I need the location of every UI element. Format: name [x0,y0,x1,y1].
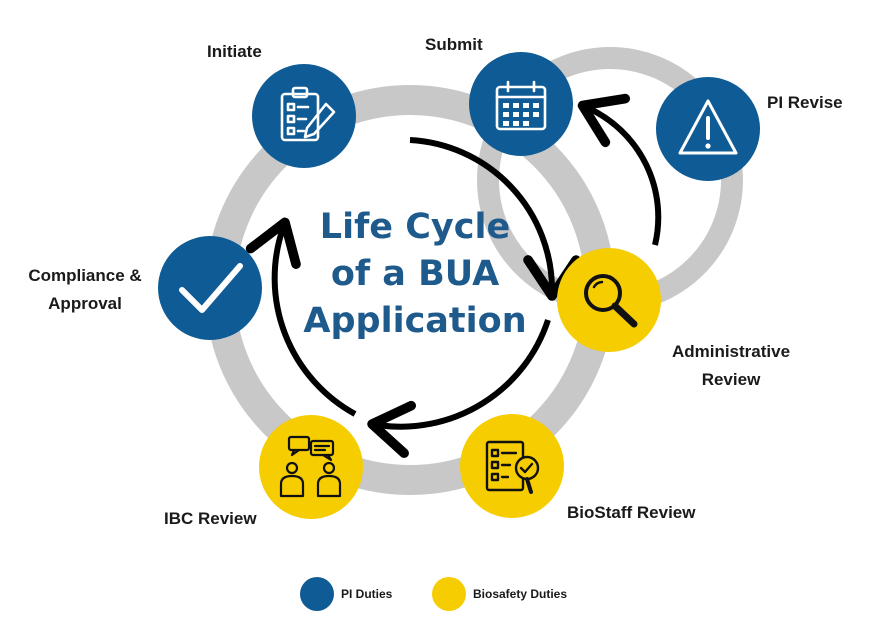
legend-pi-label: PI Duties [341,587,393,601]
arrow-revise-to-submit [577,93,662,246]
label-administrative-review-1: Administrative [671,342,791,361]
label-biostaff-review: BioStaff Review [567,503,696,522]
arrow-admin-to-ibc [367,319,551,458]
label-initiate: Initiate [207,42,262,61]
node-ibc-review [259,415,363,519]
title-line-2: of a BUA [330,254,500,294]
magnifier-icon [584,274,638,328]
node-initiate [252,64,356,168]
label-submit: Submit [425,35,483,54]
legend-biosafety-label: Biosafety Duties [473,587,568,601]
node-pi-revise [656,77,760,181]
warning-triangle-icon [678,99,738,155]
arrow-ibc-to-initiate [245,217,357,417]
calendar-days [503,103,539,126]
checklist-magnifier-icon [485,440,540,494]
label-compliance-approval-2: Approval [48,294,122,313]
people-discussion-icon [279,435,342,498]
title-line-1: Life Cycle [319,207,511,247]
legend-pi-dot [300,577,334,611]
legend-biosafety-dot [432,577,466,611]
node-compliance-approval [158,236,262,340]
calendar-icon [495,80,547,131]
node-biostaff-review [460,414,564,518]
node-submit [469,52,573,156]
label-administrative-review-2: Review [701,370,761,389]
label-compliance-approval-1: Compliance & [28,266,142,285]
label-pi-revise: PI Revise [767,93,843,112]
checkmark-icon [179,263,243,313]
node-administrative-review [557,248,661,352]
arrow-initiate-to-admin [409,137,581,301]
title-line-3: Application [303,301,527,341]
clipboard-pencil-icon [280,86,336,142]
label-ibc-review: IBC Review [164,509,257,528]
